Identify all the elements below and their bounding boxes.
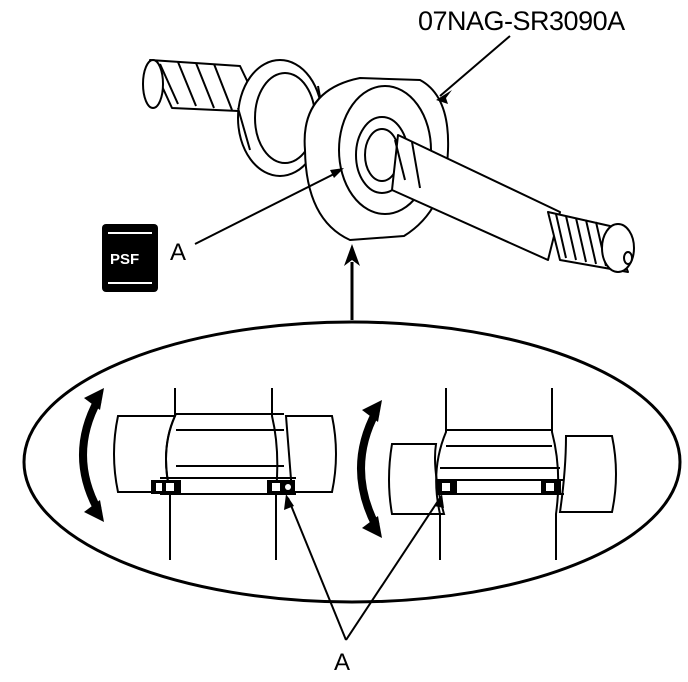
- leader-arrow-icon: [434, 494, 444, 508]
- leader-arrow-icon: [436, 90, 452, 104]
- shaft: [391, 134, 561, 261]
- psf-badge-text: PSF: [110, 251, 139, 268]
- tool-number-label: 07NAG-SR3090A: [418, 6, 625, 36]
- pinion-shaft-assembly: [142, 59, 635, 273]
- tool-leader-line: [439, 35, 511, 97]
- leader-arrow-icon: [284, 494, 294, 510]
- leader-arrow-icon: [330, 168, 344, 178]
- rotation-arrow-icon: [79, 388, 104, 522]
- callout-a-bottom: A: [334, 649, 350, 676]
- detail-left: [113, 388, 337, 560]
- callout-a-bottom-leader-right: [345, 497, 441, 641]
- callout-a-top: A: [170, 239, 186, 266]
- detail-right: [388, 388, 617, 560]
- splined-end: [547, 211, 635, 273]
- callout-a-bottom-leader-left: [287, 497, 347, 641]
- bearing: [237, 59, 327, 177]
- leader-arrow-icon: [344, 244, 360, 266]
- detail-oval: [22, 320, 682, 604]
- callout-a-top-leader: [194, 171, 339, 245]
- psf-grease-icon: PSF: [102, 224, 158, 292]
- rotation-arrow-icon: [357, 400, 382, 538]
